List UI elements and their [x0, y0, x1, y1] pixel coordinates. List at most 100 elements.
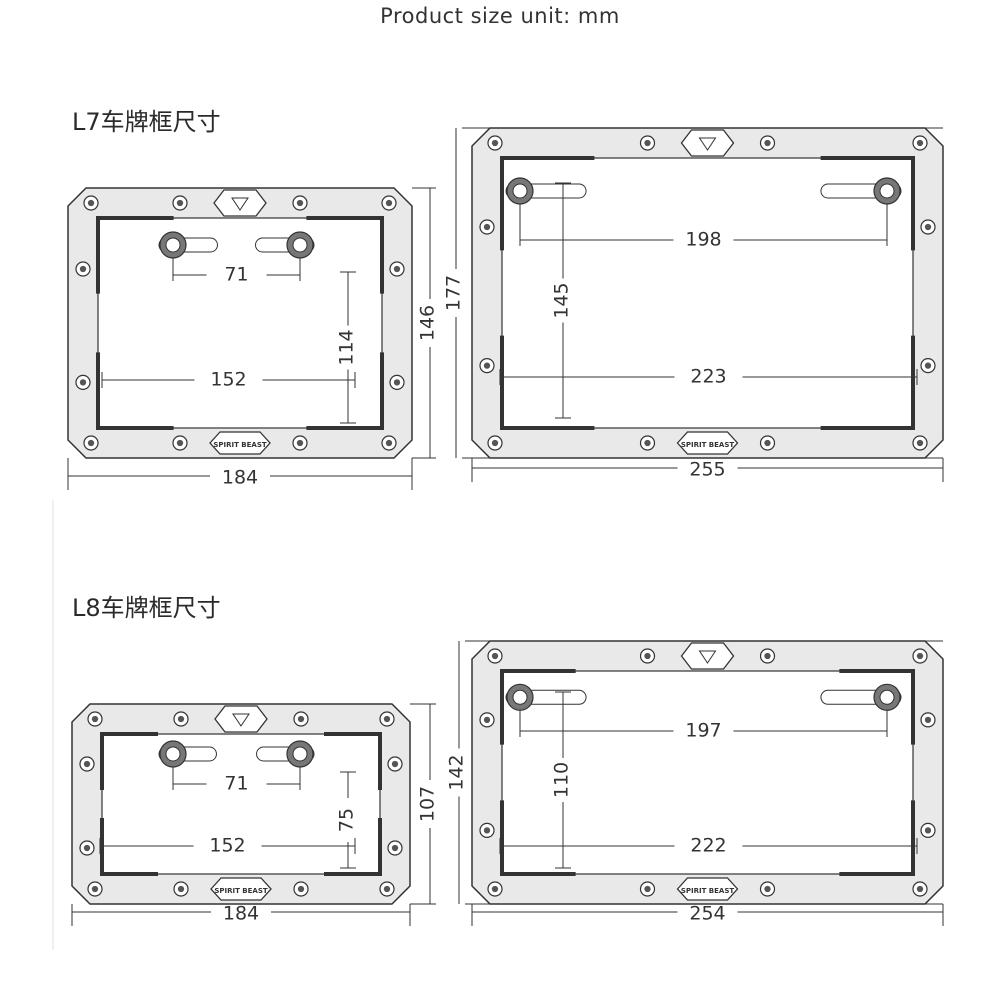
dim-hole-spacing: 71 [224, 264, 248, 286]
bolt-center [644, 652, 651, 660]
divider-line [52, 500, 54, 950]
bolt-center [916, 139, 924, 147]
page-title: Product size unit: mm [380, 4, 620, 28]
bolt-center [483, 223, 491, 231]
gem-icon [231, 197, 249, 211]
bolt-center [177, 715, 185, 723]
corner-bracket [324, 732, 382, 790]
knob-center [292, 746, 308, 762]
dim-inner-height: 110 [551, 762, 573, 798]
bolt-center [916, 439, 924, 447]
bolt-center [644, 139, 651, 147]
corner-bracket [500, 335, 595, 430]
brand-badge [676, 431, 739, 455]
bolt-center [764, 439, 771, 447]
frame-opening [101, 733, 381, 875]
brand-badge [210, 877, 272, 901]
dim-overall-width: 184 [223, 903, 259, 925]
bolt-center [483, 827, 491, 834]
dim-hole-spacing: 197 [685, 720, 721, 742]
bolt-center [91, 885, 99, 893]
bolt-center [764, 885, 771, 893]
dim-overall-height: 177 [443, 275, 465, 311]
corner-bracket [100, 818, 158, 876]
corner-bracket [324, 818, 382, 876]
frame-opening [501, 157, 914, 429]
bolt-center [764, 139, 771, 147]
brand-badge-text: SPIRIT BEAST [681, 887, 735, 895]
bolt-center [297, 885, 305, 893]
knob-center [165, 746, 181, 762]
bolt-center [383, 715, 391, 723]
dim-inner-width: 223 [690, 366, 726, 388]
diamond-logo-icon [680, 129, 735, 157]
corner-bracket [500, 156, 595, 251]
corner-bracket [96, 216, 174, 294]
bolt-center [296, 439, 304, 447]
dim-overall-width: 184 [222, 467, 258, 489]
dim-inner-width: 222 [690, 835, 726, 857]
corner-bracket [839, 669, 915, 745]
bolt-center [79, 265, 87, 273]
dim-hole-spacing: 198 [685, 229, 721, 251]
bolt-center [391, 844, 399, 852]
bolt-center [483, 716, 491, 724]
corner-bracket [500, 800, 576, 876]
corner-bracket [500, 669, 576, 745]
bolt-center [924, 223, 932, 231]
bolt-center [491, 439, 499, 447]
knob-center [292, 237, 308, 253]
bolt-center [91, 715, 99, 723]
diamond-logo-icon [213, 189, 267, 217]
bolt-center [644, 439, 651, 447]
dim-inner-width: 152 [210, 369, 246, 391]
brand-badge-text: SPIRIT BEAST [213, 441, 267, 449]
bolt-center [764, 652, 771, 660]
corner-bracket [820, 335, 915, 430]
frame-opening [97, 217, 383, 429]
brand-badge-text: SPIRIT BEAST [681, 441, 735, 449]
brand-badge [209, 431, 271, 455]
bolt-center [393, 265, 401, 273]
bolt-center [83, 844, 91, 852]
bolt-center [385, 439, 393, 447]
bolt-center [916, 652, 924, 660]
bolt-center [385, 199, 393, 207]
dim-overall-height: 146 [417, 305, 439, 341]
bolt-center [924, 716, 932, 724]
knob-center [512, 183, 528, 199]
section-title-l8: L8车牌框尺寸 [72, 594, 221, 622]
section-title-l7: L7车牌框尺寸 [72, 108, 221, 136]
dim-overall-width: 254 [689, 903, 725, 925]
bolt-center [916, 885, 924, 893]
diamond-logo-icon [680, 642, 735, 670]
dim-overall-height: 142 [446, 754, 468, 790]
dim-hole-spacing: 71 [224, 773, 248, 795]
corner-bracket [306, 216, 384, 294]
bolt-center [87, 199, 95, 207]
bolt-center [176, 199, 184, 207]
frame-group: SPIRIT BEAST 197 222 110 254 142 [446, 640, 944, 926]
gem-icon [232, 713, 250, 727]
bolt-center [383, 885, 391, 893]
brand-badge [676, 877, 739, 901]
knob-center [879, 689, 895, 705]
corner-bracket [839, 800, 915, 876]
diamond-logo-icon [214, 705, 268, 733]
bolt-center [296, 199, 304, 207]
corner-bracket [100, 732, 158, 790]
frame-opening [501, 670, 914, 875]
dim-overall-width: 255 [689, 459, 725, 481]
bolt-center [924, 362, 932, 369]
corner-bracket [306, 352, 384, 430]
bolt-center [176, 439, 184, 447]
bolt-center [297, 715, 305, 723]
knob-center [879, 183, 895, 199]
bolt-center [83, 760, 91, 768]
gem-icon [698, 137, 717, 151]
